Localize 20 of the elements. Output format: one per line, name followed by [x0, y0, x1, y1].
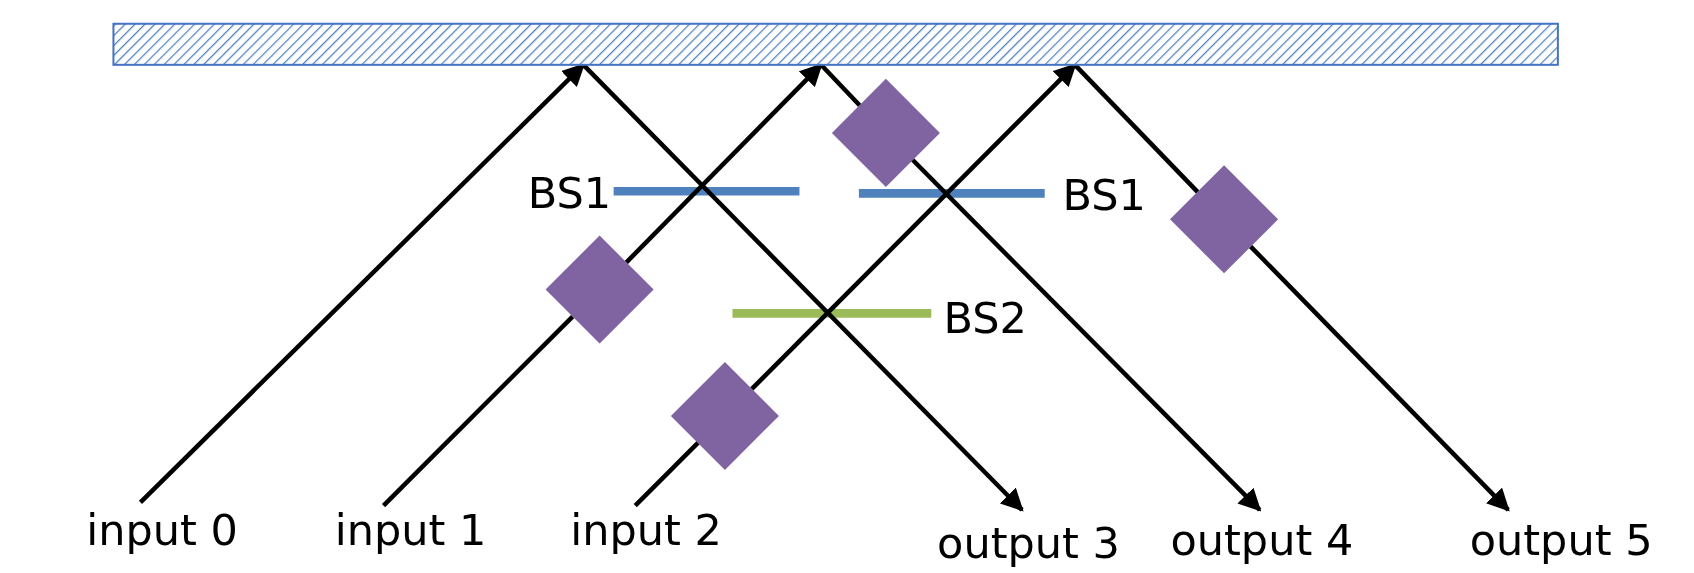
- beam-splitter-label: BS1: [1062, 170, 1146, 219]
- input-label: input 1: [334, 505, 487, 554]
- diamond-marker: [831, 78, 940, 187]
- arrow: [750, 63, 1077, 391]
- arrow: [1249, 245, 1510, 512]
- output-label: output 4: [1170, 516, 1354, 565]
- input-label: input 0: [86, 505, 238, 554]
- mirror-bar: [112, 22, 1559, 66]
- output-label: output 5: [1469, 516, 1653, 565]
- beam-splitter-label: BS1: [527, 168, 612, 217]
- diamond-marker: [545, 235, 654, 344]
- arrow: [581, 63, 1024, 512]
- diamond-marker: [670, 361, 779, 470]
- arrow: [911, 158, 1262, 512]
- beam-splitter-label: BS2: [943, 293, 1027, 342]
- diamond-marker: [1170, 165, 1279, 274]
- arrow: [138, 63, 585, 504]
- output-label: output 3: [937, 518, 1120, 567]
- arrow: [624, 63, 823, 264]
- input-label: input 2: [570, 505, 722, 554]
